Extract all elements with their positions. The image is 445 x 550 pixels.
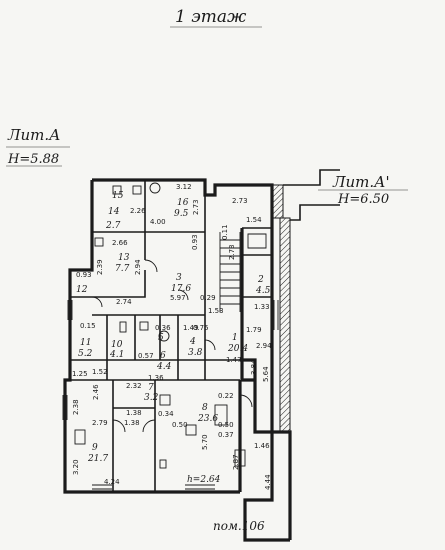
dim-1-53: 1.53 [208,307,224,315]
room-8-number: 8 [202,403,208,413]
dim-2-94-a: 2.94 [134,259,142,275]
dim-1-46: 1.46 [254,442,270,450]
room-9-area: 21.7 [87,454,108,464]
dim-0-37: 0.37 [218,431,234,439]
room-13-area: 7.7 [115,264,130,274]
dim-0-50-a: 0.50 [172,421,188,429]
room-16-number: 16 [177,198,189,208]
room-13-number: 13 [118,253,130,263]
room-labels: 15 14 2.7 16 9.5 13 7.7 3 17.6 2 4.5 12 … [76,191,271,464]
room-15-number: 15 [112,191,124,201]
room-14-area: 2.7 [105,221,121,231]
lit-a1-height: H=6.50 [337,192,389,207]
windows [62,300,279,490]
dim-5-70: 5.70 [201,434,209,450]
room-12-number: 12 [76,285,88,295]
dim-4-24: 4.24 [104,478,120,486]
dim-1-49: 1.49 [183,324,199,332]
dim-2-94-b: 2.94 [256,342,272,350]
lit-a-height: H=5.88 [7,152,59,167]
dim-0-93-a: 0.93 [191,234,199,250]
dim-0-22: 0.22 [218,392,234,400]
room-14-number: 14 [108,207,120,217]
dim-0-75: 0.75 [193,324,209,332]
dim-0-34: 0.34 [158,410,174,418]
dim-5-97: 5.97 [170,294,186,302]
dim-0-50-b: 0.50 [218,421,234,429]
room-7-area: 3.2 [144,393,159,403]
dim-2-66: 2.66 [112,239,128,247]
room-7-number: 7 [148,383,154,393]
dim-2-74: 2.74 [116,298,132,306]
dim-2-73-c: 2.73 [228,244,236,260]
dim-2-46: 2.46 [92,384,100,400]
staircase [219,232,267,312]
dim-2-73-b: 2.73 [232,197,248,205]
room-4-number: 4 [189,337,196,347]
dim-1-33: 1.33 [254,303,270,311]
room-1-number: 1 [232,333,238,343]
dim-2-39: 2.39 [96,259,104,275]
dim-0-15: 0.15 [80,322,96,330]
dim-5-64: 5.64 [262,366,270,382]
dim-0-29: 0.29 [200,294,216,302]
dimension-labels: 3.12 2.26 4.00 2.73 2.73 1.54 2.66 2.94 … [72,183,272,490]
room-10-number: 10 [111,340,123,350]
dim-0-57: 0.57 [138,352,154,360]
lit-a-underline [6,146,70,167]
dim-2-38: 2.38 [72,399,80,415]
door-swings [91,259,253,433]
dim-2-87: 2.87 [232,454,240,470]
dim-1-52: 1.52 [92,368,108,376]
dim-1-54: 1.54 [246,216,262,224]
dim-3-12: 3.12 [176,183,192,191]
dim-4-44: 4.44 [264,474,272,490]
room-3-area: 17.6 [171,284,191,294]
dim-3-84: 3.84 [250,359,258,375]
dim-2-32: 2.32 [126,382,142,390]
interior-walls [65,180,272,492]
dim-1-47: 1.47 [226,356,242,364]
footer-label: пом.106 [213,519,265,533]
dim-2-26: 2.26 [130,207,146,215]
room-2-area: 4.5 [255,286,271,296]
room-6-area: 4.4 [156,362,172,372]
room-4-area: 3.8 [188,348,203,358]
dim-0-93-b: 0.93 [76,271,92,279]
lit-a-label: Лит.А [7,126,61,144]
dim-0-36: 0.36 [155,324,171,332]
room-3-number: 3 [176,273,182,283]
room-16-area: 9.5 [174,209,189,219]
dim-3-20: 3.20 [72,459,80,475]
dim-1-79: 1.79 [246,326,262,334]
dim-2-73-a: 2.73 [192,199,200,215]
room-8-area: 23.6 [197,414,218,424]
dim-2-79: 2.79 [92,419,108,427]
dim-1-36: 1.36 [148,374,164,382]
floor-title: 1 этаж [175,7,247,27]
dim-1-38-a: 1.38 [126,409,142,417]
fixtures [74,182,246,469]
room-2-number: 2 [257,275,264,285]
room-6-number: 6 [160,351,166,361]
ceiling-height-note: h=2.64 [187,475,221,485]
dim-0-11: 0.11 [221,224,229,240]
dim-1-38-b: 1.38 [124,419,140,427]
dim-4-00: 4.00 [150,218,166,226]
dim-1-25: 1.25 [72,370,88,378]
room-11-area: 5.2 [78,349,93,359]
room-10-area: 4.1 [109,350,124,360]
room-11-number: 11 [80,338,91,348]
room-1-area: 20.4 [227,344,248,354]
lit-a1-label: Лит.А' [332,173,390,191]
room-9-number: 9 [92,443,98,453]
room-5-number: 5 [158,333,164,343]
